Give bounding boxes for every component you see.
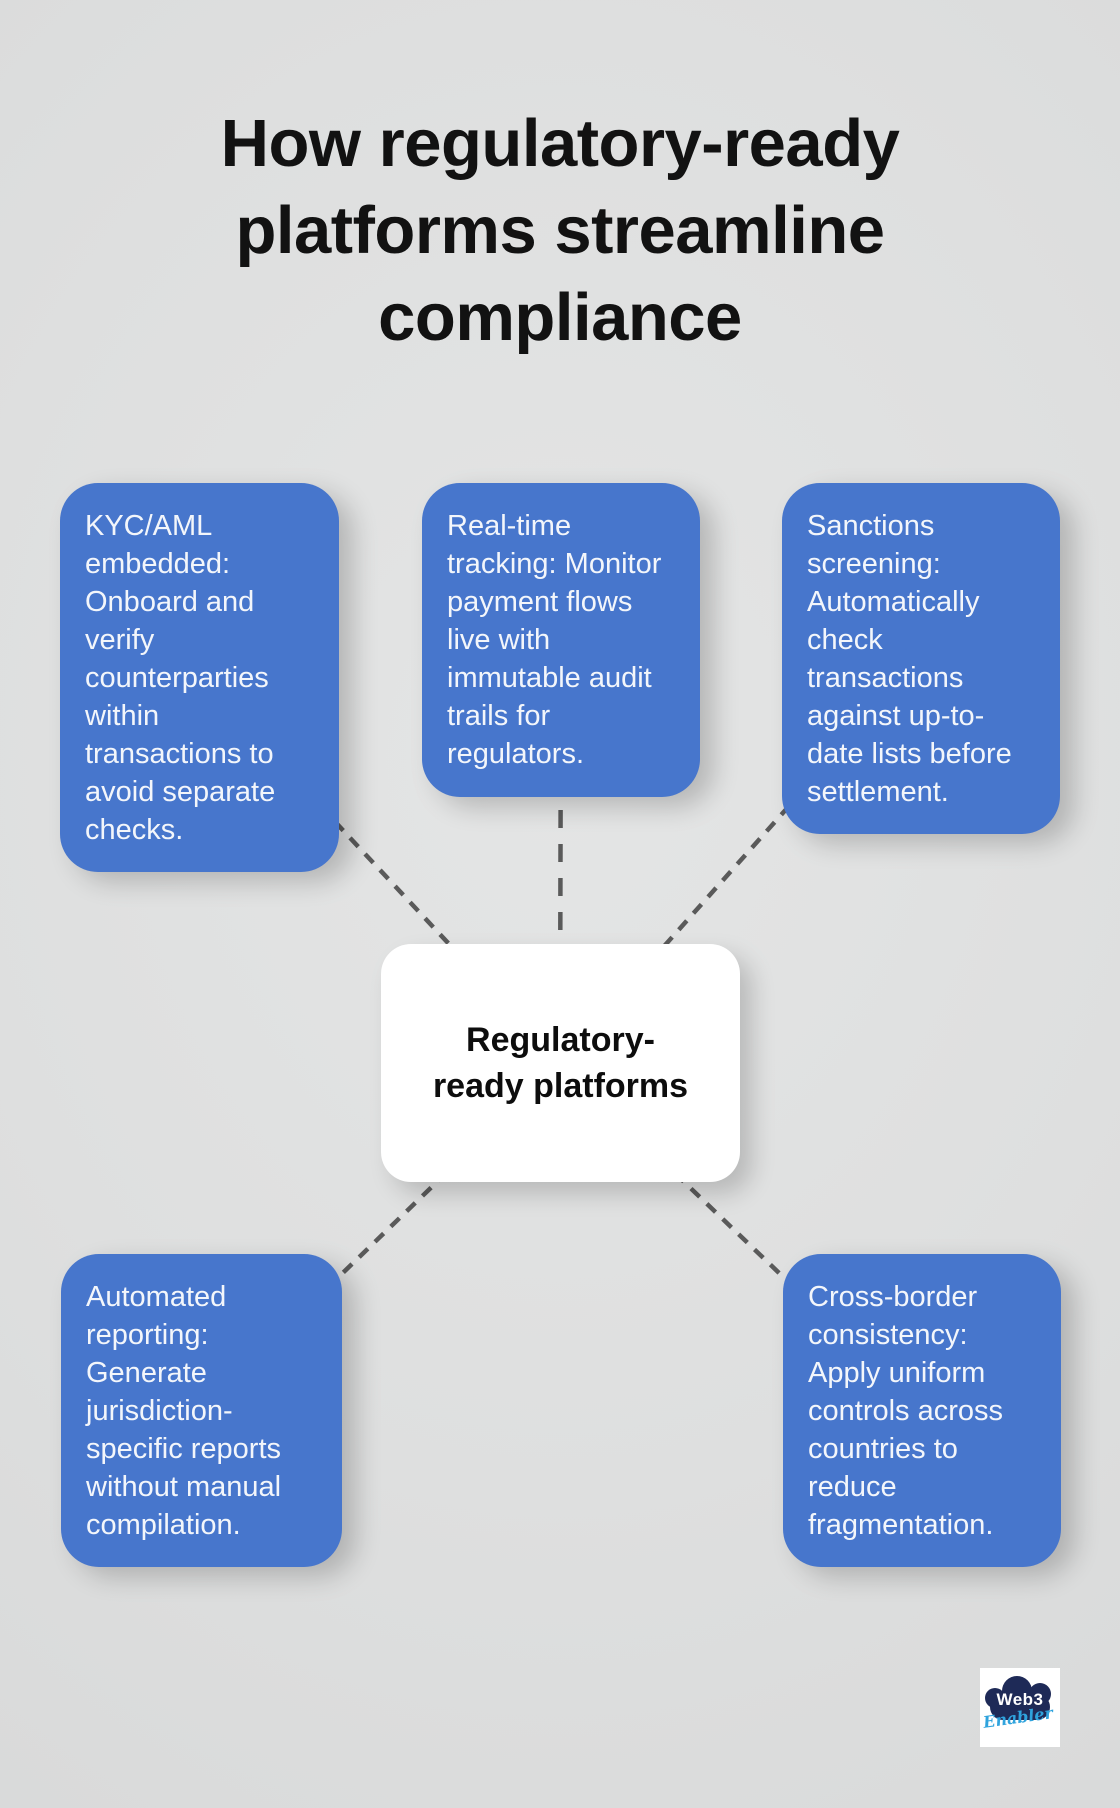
page-title-line: platforms streamline <box>235 193 885 268</box>
logo-brand-name: Web3 <box>996 1690 1044 1709</box>
web3-enabler-logo: Web3 Enabler <box>980 1668 1060 1747</box>
node-automated-reporting: Automated reporting: Generate jurisdicti… <box>61 1254 342 1567</box>
node-regulatory-ready-platforms: Regulatory- ready platforms <box>381 944 740 1182</box>
cloud-icon <box>1002 1676 1032 1706</box>
node-sanctions-screening: Sanctions screening: Automatically check… <box>782 483 1060 834</box>
connector-cross-border-consistency <box>558 1061 924 1412</box>
page-title-line: compliance <box>378 280 742 355</box>
node-real-time-tracking: Real-time tracking: Monitor payment flow… <box>422 483 700 797</box>
node-cross-border-consistency: Cross-border consistency: Apply uniform … <box>783 1254 1061 1567</box>
page-title-line: How regulatory-ready <box>220 106 900 181</box>
node-kyc-aml: KYC/AML embedded: Onboard and verify cou… <box>60 483 339 872</box>
cloud-icon <box>1029 1683 1051 1705</box>
page-title: How regulatory-ready platforms streamlin… <box>0 100 1120 361</box>
connector-automated-reporting <box>199 1061 562 1412</box>
